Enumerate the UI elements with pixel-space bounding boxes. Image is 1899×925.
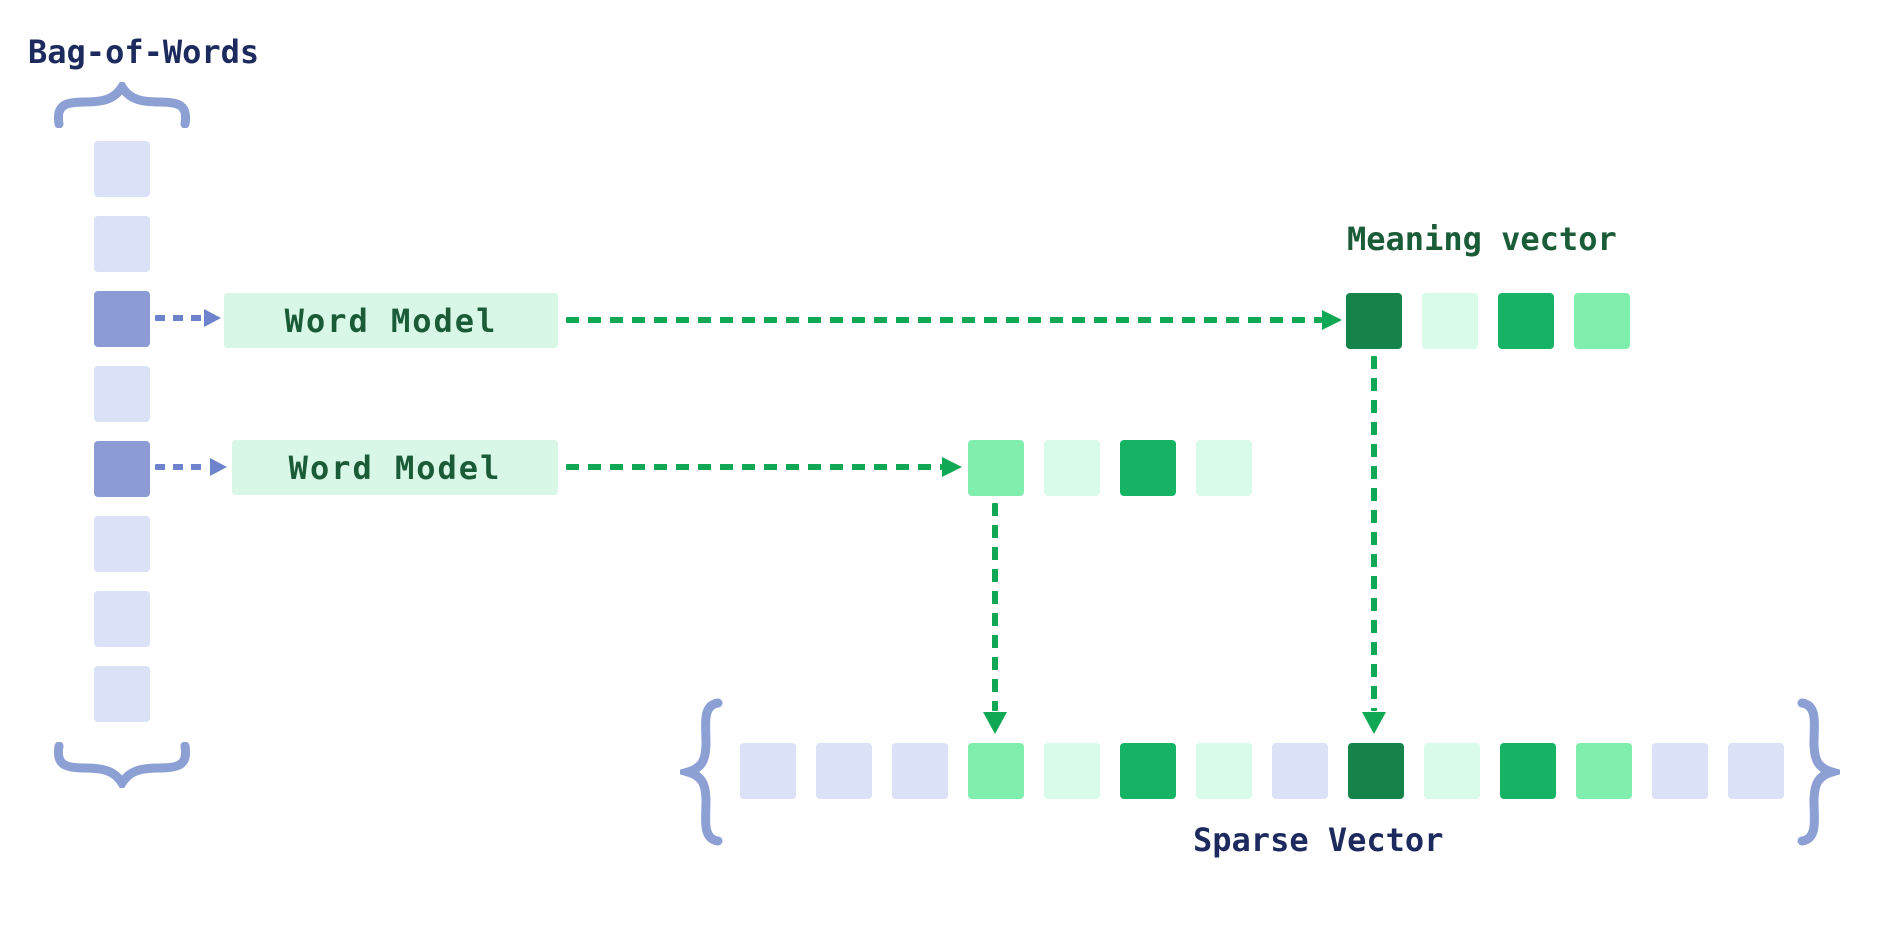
vector-cell-lavender: [94, 516, 150, 572]
vector-cell-green-dark: [1346, 293, 1402, 349]
vector-cell-lavender: [94, 666, 150, 722]
vector-cell-green-faint: [1196, 440, 1252, 496]
word-model-1-box: Word Model: [224, 293, 558, 348]
sparse-vector-label: Sparse Vector: [1193, 821, 1444, 859]
bag-of-words-label: Bag-of-Words: [28, 33, 260, 71]
vector-cell-green-medium: [1498, 293, 1554, 349]
meaning-vector-row: [1346, 293, 1630, 349]
arrow-bag-to-word-model-2: [155, 464, 207, 470]
vector-cell-green-faint: [1422, 293, 1478, 349]
vector-cell-lavender: [94, 366, 150, 422]
vector-cell-green-medium: [1120, 743, 1176, 799]
vector-cell-green-faint: [1196, 743, 1252, 799]
vector-cell-green-medium: [1500, 743, 1556, 799]
vector-cell-green-dark: [1348, 743, 1404, 799]
arrow-output-to-sparse-vector: [992, 503, 998, 711]
sparse-vector-row: [740, 743, 1784, 799]
meaning-vector-label: Meaning vector: [1347, 220, 1617, 258]
vector-cell-lavender: [94, 141, 150, 197]
vector-cell-lavender: [94, 591, 150, 647]
arrow-bag-to-word-model-1-head-icon: [204, 309, 221, 327]
vector-cell-lavender: [1272, 743, 1328, 799]
bag-top-brace: [54, 82, 190, 128]
vector-cell-lavender: [740, 743, 796, 799]
arrow-meaning-to-sparse-head-icon: [1362, 712, 1386, 734]
arrow-word-model-2-head-icon: [942, 457, 962, 477]
arrow-word-model-1-head-icon: [1322, 310, 1342, 330]
word-model-1-label: Word Model: [284, 301, 498, 340]
vector-cell-green-faint: [1424, 743, 1480, 799]
word-model-2-output-vector: [968, 440, 1252, 496]
vector-cell-lavender: [1652, 743, 1708, 799]
arrow-word-model-1-to-meaning-vector: [566, 317, 1322, 323]
sparse-close-brace: [1797, 698, 1840, 846]
word-model-2-label: Word Model: [288, 448, 502, 487]
vector-cell-green-faint: [1044, 440, 1100, 496]
arrow-word-model-2-to-output: [566, 464, 942, 470]
vector-cell-lavender: [1728, 743, 1784, 799]
vector-cell-green-light: [1574, 293, 1630, 349]
vector-cell-green-medium: [1120, 440, 1176, 496]
vector-cell-green-light: [1576, 743, 1632, 799]
vector-cell-lavender: [892, 743, 948, 799]
vector-cell-green-light: [968, 440, 1024, 496]
arrow-output-to-sparse-head-icon: [983, 712, 1007, 734]
bag-bottom-brace: [54, 742, 190, 788]
vector-cell-blue-accent: [94, 291, 150, 347]
vector-cell-green-light: [968, 743, 1024, 799]
sparse-open-brace: [680, 698, 723, 846]
arrow-bag-to-word-model-2-head-icon: [210, 458, 227, 476]
bag-of-words-vector: [94, 141, 150, 722]
vector-cell-blue-accent: [94, 441, 150, 497]
vector-cell-lavender: [816, 743, 872, 799]
vector-cell-green-faint: [1044, 743, 1100, 799]
arrow-bag-to-word-model-1: [155, 315, 203, 321]
vector-cell-lavender: [94, 216, 150, 272]
word-model-2-box: Word Model: [232, 440, 558, 495]
arrow-meaning-to-sparse-vector: [1371, 356, 1377, 711]
